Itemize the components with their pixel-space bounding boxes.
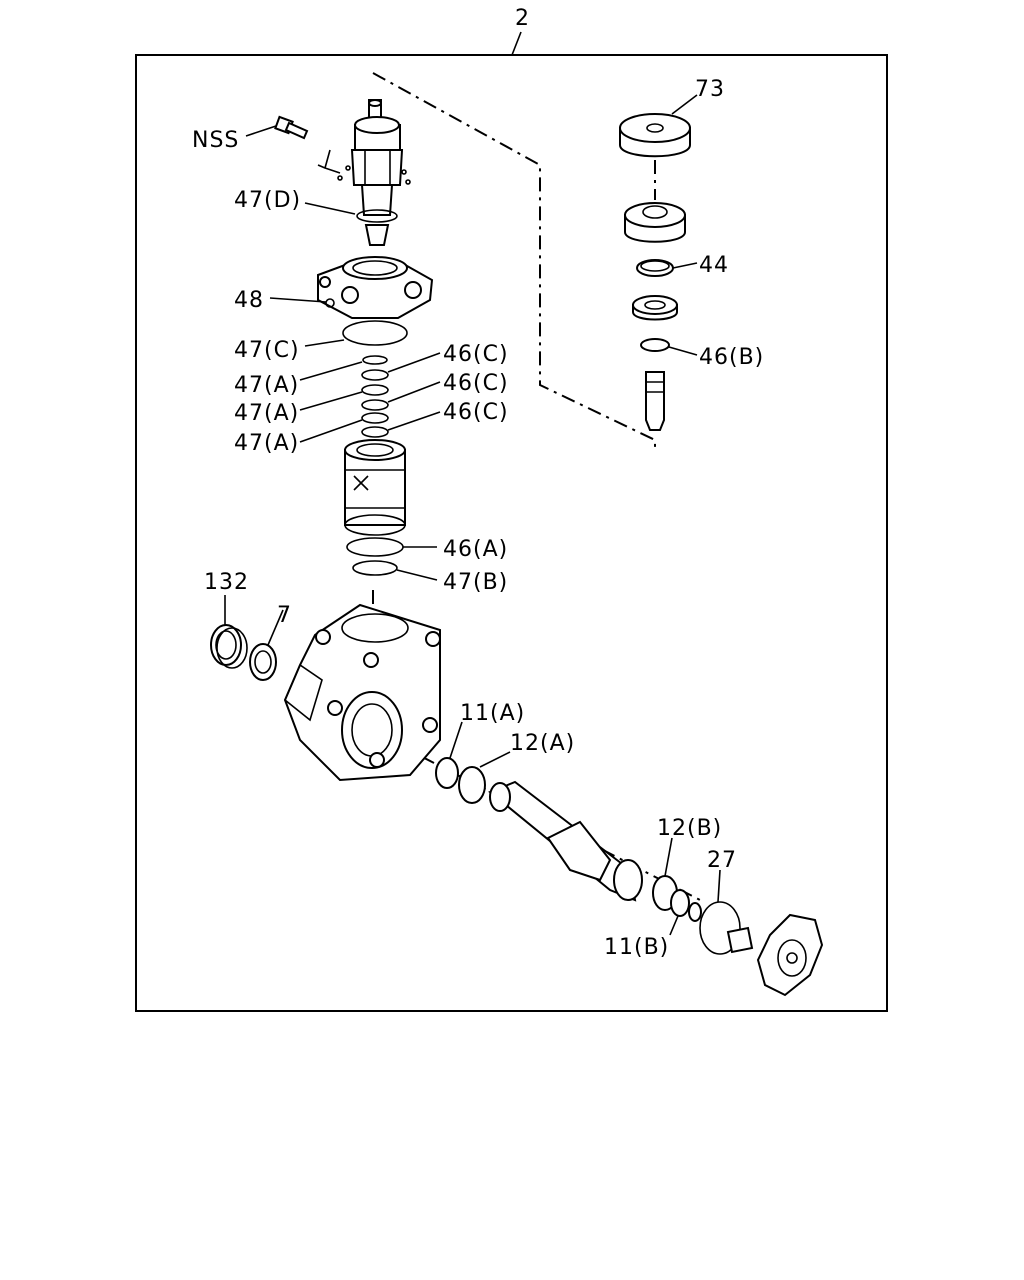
ring-44 xyxy=(636,259,674,277)
valve-housing xyxy=(317,256,434,319)
alignment-line-valve xyxy=(372,72,656,452)
callout-47a-3: 47(A) xyxy=(234,431,299,456)
callout-73: 73 xyxy=(695,77,725,102)
valve-spool xyxy=(337,99,411,246)
o-ring-47b xyxy=(352,560,398,576)
callout-132: 132 xyxy=(204,570,249,595)
stud xyxy=(645,371,665,431)
pin-icon xyxy=(317,149,341,174)
bearing-7 xyxy=(249,643,277,681)
callout-46a: 46(A) xyxy=(443,537,508,562)
callout-27: 27 xyxy=(707,848,737,873)
o-ring-47c xyxy=(342,320,408,346)
o-ring-27 xyxy=(699,901,741,955)
callout-47a-2: 47(A) xyxy=(234,401,299,426)
seal-11b xyxy=(670,889,690,917)
callout-46b: 46(B) xyxy=(699,345,764,370)
seal-ring-46a xyxy=(346,537,404,557)
sector-shaft xyxy=(488,780,643,902)
o-ring-48 xyxy=(325,298,335,308)
diagram-frame xyxy=(135,54,888,1012)
callout-44: 44 xyxy=(699,253,729,278)
callout-48: 48 xyxy=(234,288,264,313)
callout-47a-1: 47(A) xyxy=(234,373,299,398)
bearing-right xyxy=(632,295,678,321)
callout-47d: 47(D) xyxy=(234,188,301,213)
side-cover xyxy=(756,913,824,997)
leader-lines xyxy=(224,94,721,936)
callout-46c-1: 46(C) xyxy=(443,342,509,367)
callout-nss: NSS xyxy=(192,128,239,153)
callout-12b: 12(B) xyxy=(657,816,722,841)
callout-47b: 47(B) xyxy=(443,570,508,595)
washer-46b xyxy=(640,338,670,352)
callout-11a: 11(A) xyxy=(460,701,525,726)
assembly-number: 2 xyxy=(515,6,530,31)
plug xyxy=(624,202,686,243)
seal-stack-upper xyxy=(361,355,389,438)
valve-body xyxy=(344,439,406,536)
seal-11a xyxy=(435,757,459,789)
callout-11b: 11(B) xyxy=(604,935,669,960)
cap-73 xyxy=(619,113,691,158)
ring-12a xyxy=(458,766,486,804)
callout-12a: 12(A) xyxy=(510,731,575,756)
callout-47c: 47(C) xyxy=(234,338,300,363)
adjuster xyxy=(688,902,754,954)
callout-46c-3: 46(C) xyxy=(443,400,509,425)
gear-housing xyxy=(283,603,441,782)
callout-7: 7 xyxy=(277,603,292,628)
bolt-icon xyxy=(274,115,309,140)
seal-132 xyxy=(210,624,248,669)
o-ring-47d xyxy=(356,209,398,223)
assembly-leader xyxy=(511,31,522,56)
callout-46c-2: 46(C) xyxy=(443,371,509,396)
